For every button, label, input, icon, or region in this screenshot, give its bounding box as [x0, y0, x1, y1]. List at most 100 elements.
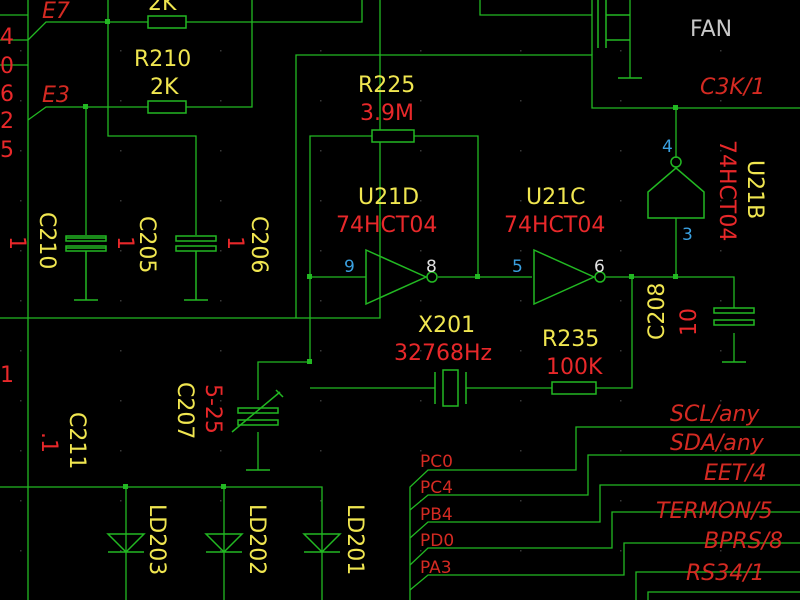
- grid-dot: [20, 100, 22, 102]
- net-label-pc4: PC4: [420, 478, 453, 498]
- junction-dot: [307, 359, 312, 364]
- left-stub-wires: [0, 14, 28, 66]
- grid-dot: [420, 250, 422, 252]
- net-label-bprs: BPRS/8: [704, 529, 783, 554]
- grid-dot: [20, 200, 22, 202]
- grid-dot: [620, 350, 622, 352]
- net-label-rs34: RS34/1: [686, 561, 765, 586]
- grid-dot: [20, 450, 22, 452]
- grid-dot: [520, 400, 522, 402]
- grid-dot: [620, 550, 622, 552]
- net-label-sda: SDA/any: [670, 431, 765, 456]
- ld202-ref: LD202: [244, 504, 269, 575]
- grid-dot: [420, 200, 422, 202]
- net-label-eet: EET/4: [704, 461, 767, 486]
- grid-dot: [720, 500, 722, 502]
- edge-label: 4: [0, 25, 14, 50]
- grid-dot: [520, 50, 522, 52]
- net-label-e7: E7: [42, 0, 70, 24]
- net-label-pa3: PA3: [420, 558, 452, 578]
- u21c-ref: U21C: [526, 185, 585, 210]
- r210-value: 2K: [150, 75, 179, 100]
- r-top-right-wire: [186, 0, 363, 23]
- grid-dot: [120, 50, 122, 52]
- c206-top-wire: [107, 0, 197, 235]
- junction-dot: [123, 484, 128, 489]
- r225-left-wire: [309, 135, 372, 362]
- grid-dot: [620, 200, 622, 202]
- grid-dot: [620, 100, 622, 102]
- junction-dot: [221, 484, 226, 489]
- grid-dot: [620, 50, 622, 52]
- grid-dot: [220, 250, 222, 252]
- r235-value: 100K: [546, 355, 603, 380]
- u21b-value: 74HCT04: [714, 140, 739, 241]
- c208-symbol: [713, 307, 755, 363]
- r235-ref: R235: [542, 327, 599, 352]
- ld203-led-symbol: [106, 533, 146, 554]
- u21d-pin-in: 9: [344, 257, 355, 277]
- grid-dot: [120, 350, 122, 352]
- c207-ref: C207: [172, 382, 197, 439]
- grid-dot: [720, 100, 722, 102]
- junction-dot: [307, 274, 312, 279]
- grid-dot: [20, 550, 22, 552]
- grid-dot: [220, 50, 222, 52]
- grid-dot: [520, 100, 522, 102]
- grid-dot: [320, 500, 322, 502]
- net-label-fan: FAN: [690, 17, 732, 42]
- bottom-net-wire: [647, 591, 800, 600]
- led-bus-wire: [0, 486, 323, 600]
- c206-symbol: [175, 235, 217, 301]
- rs34-wire: [635, 571, 800, 600]
- grid-dot: [720, 400, 722, 402]
- r210-body: [147, 100, 187, 114]
- c211-ref: C211: [64, 412, 89, 469]
- fan-left-wire: [479, 0, 592, 16]
- grid-dot: [20, 300, 22, 302]
- sda-wire: [409, 454, 800, 511]
- grid-dot: [320, 100, 322, 102]
- grid-dot: [320, 300, 322, 302]
- grid-dot: [620, 300, 622, 302]
- grid-dot: [120, 300, 122, 302]
- grid-dot: [520, 300, 522, 302]
- c207-top-wire: [257, 361, 310, 400]
- ld202-led-symbol: [204, 533, 244, 554]
- e3-wire: [27, 106, 148, 121]
- grid-dot: [320, 200, 322, 202]
- fan-transistor-symbol: [597, 0, 642, 79]
- grid-dot: [720, 250, 722, 252]
- net-label-e3: E3: [42, 83, 70, 108]
- cap-group-ground-wire: [0, 0, 381, 319]
- grid-dot: [20, 400, 22, 402]
- grid-dot: [220, 400, 222, 402]
- grid-dot: [620, 500, 622, 502]
- junction-dot: [629, 274, 634, 279]
- u21c-inverter-symbol: [533, 248, 606, 306]
- junction-dot: [105, 19, 110, 24]
- net-label-pb4: PB4: [420, 505, 453, 525]
- grid-dot: [520, 200, 522, 202]
- e7-wire: [27, 21, 148, 41]
- c207-value: 5-25: [200, 384, 225, 434]
- c210-value: 1: [4, 236, 29, 250]
- grid-dot: [520, 550, 522, 552]
- grid-dot: [220, 200, 222, 202]
- grid-dot: [420, 400, 422, 402]
- u21d-pin-out: 8: [426, 257, 437, 277]
- junctions: [83, 19, 678, 489]
- resistor-top-value: 2K: [148, 0, 177, 16]
- grid-dot: [320, 400, 322, 402]
- net-label-pc0: PC0: [420, 452, 453, 472]
- grid-dot: [220, 300, 222, 302]
- u21d-value: 74HCT04: [336, 213, 437, 238]
- grid-dot: [620, 150, 622, 152]
- grid-dot: [120, 500, 122, 502]
- grid-dot: [220, 100, 222, 102]
- c206-value: 1: [222, 236, 247, 250]
- c211-value: .1: [36, 432, 61, 453]
- c205-value: 1: [112, 236, 137, 250]
- grid-dot: [220, 450, 222, 452]
